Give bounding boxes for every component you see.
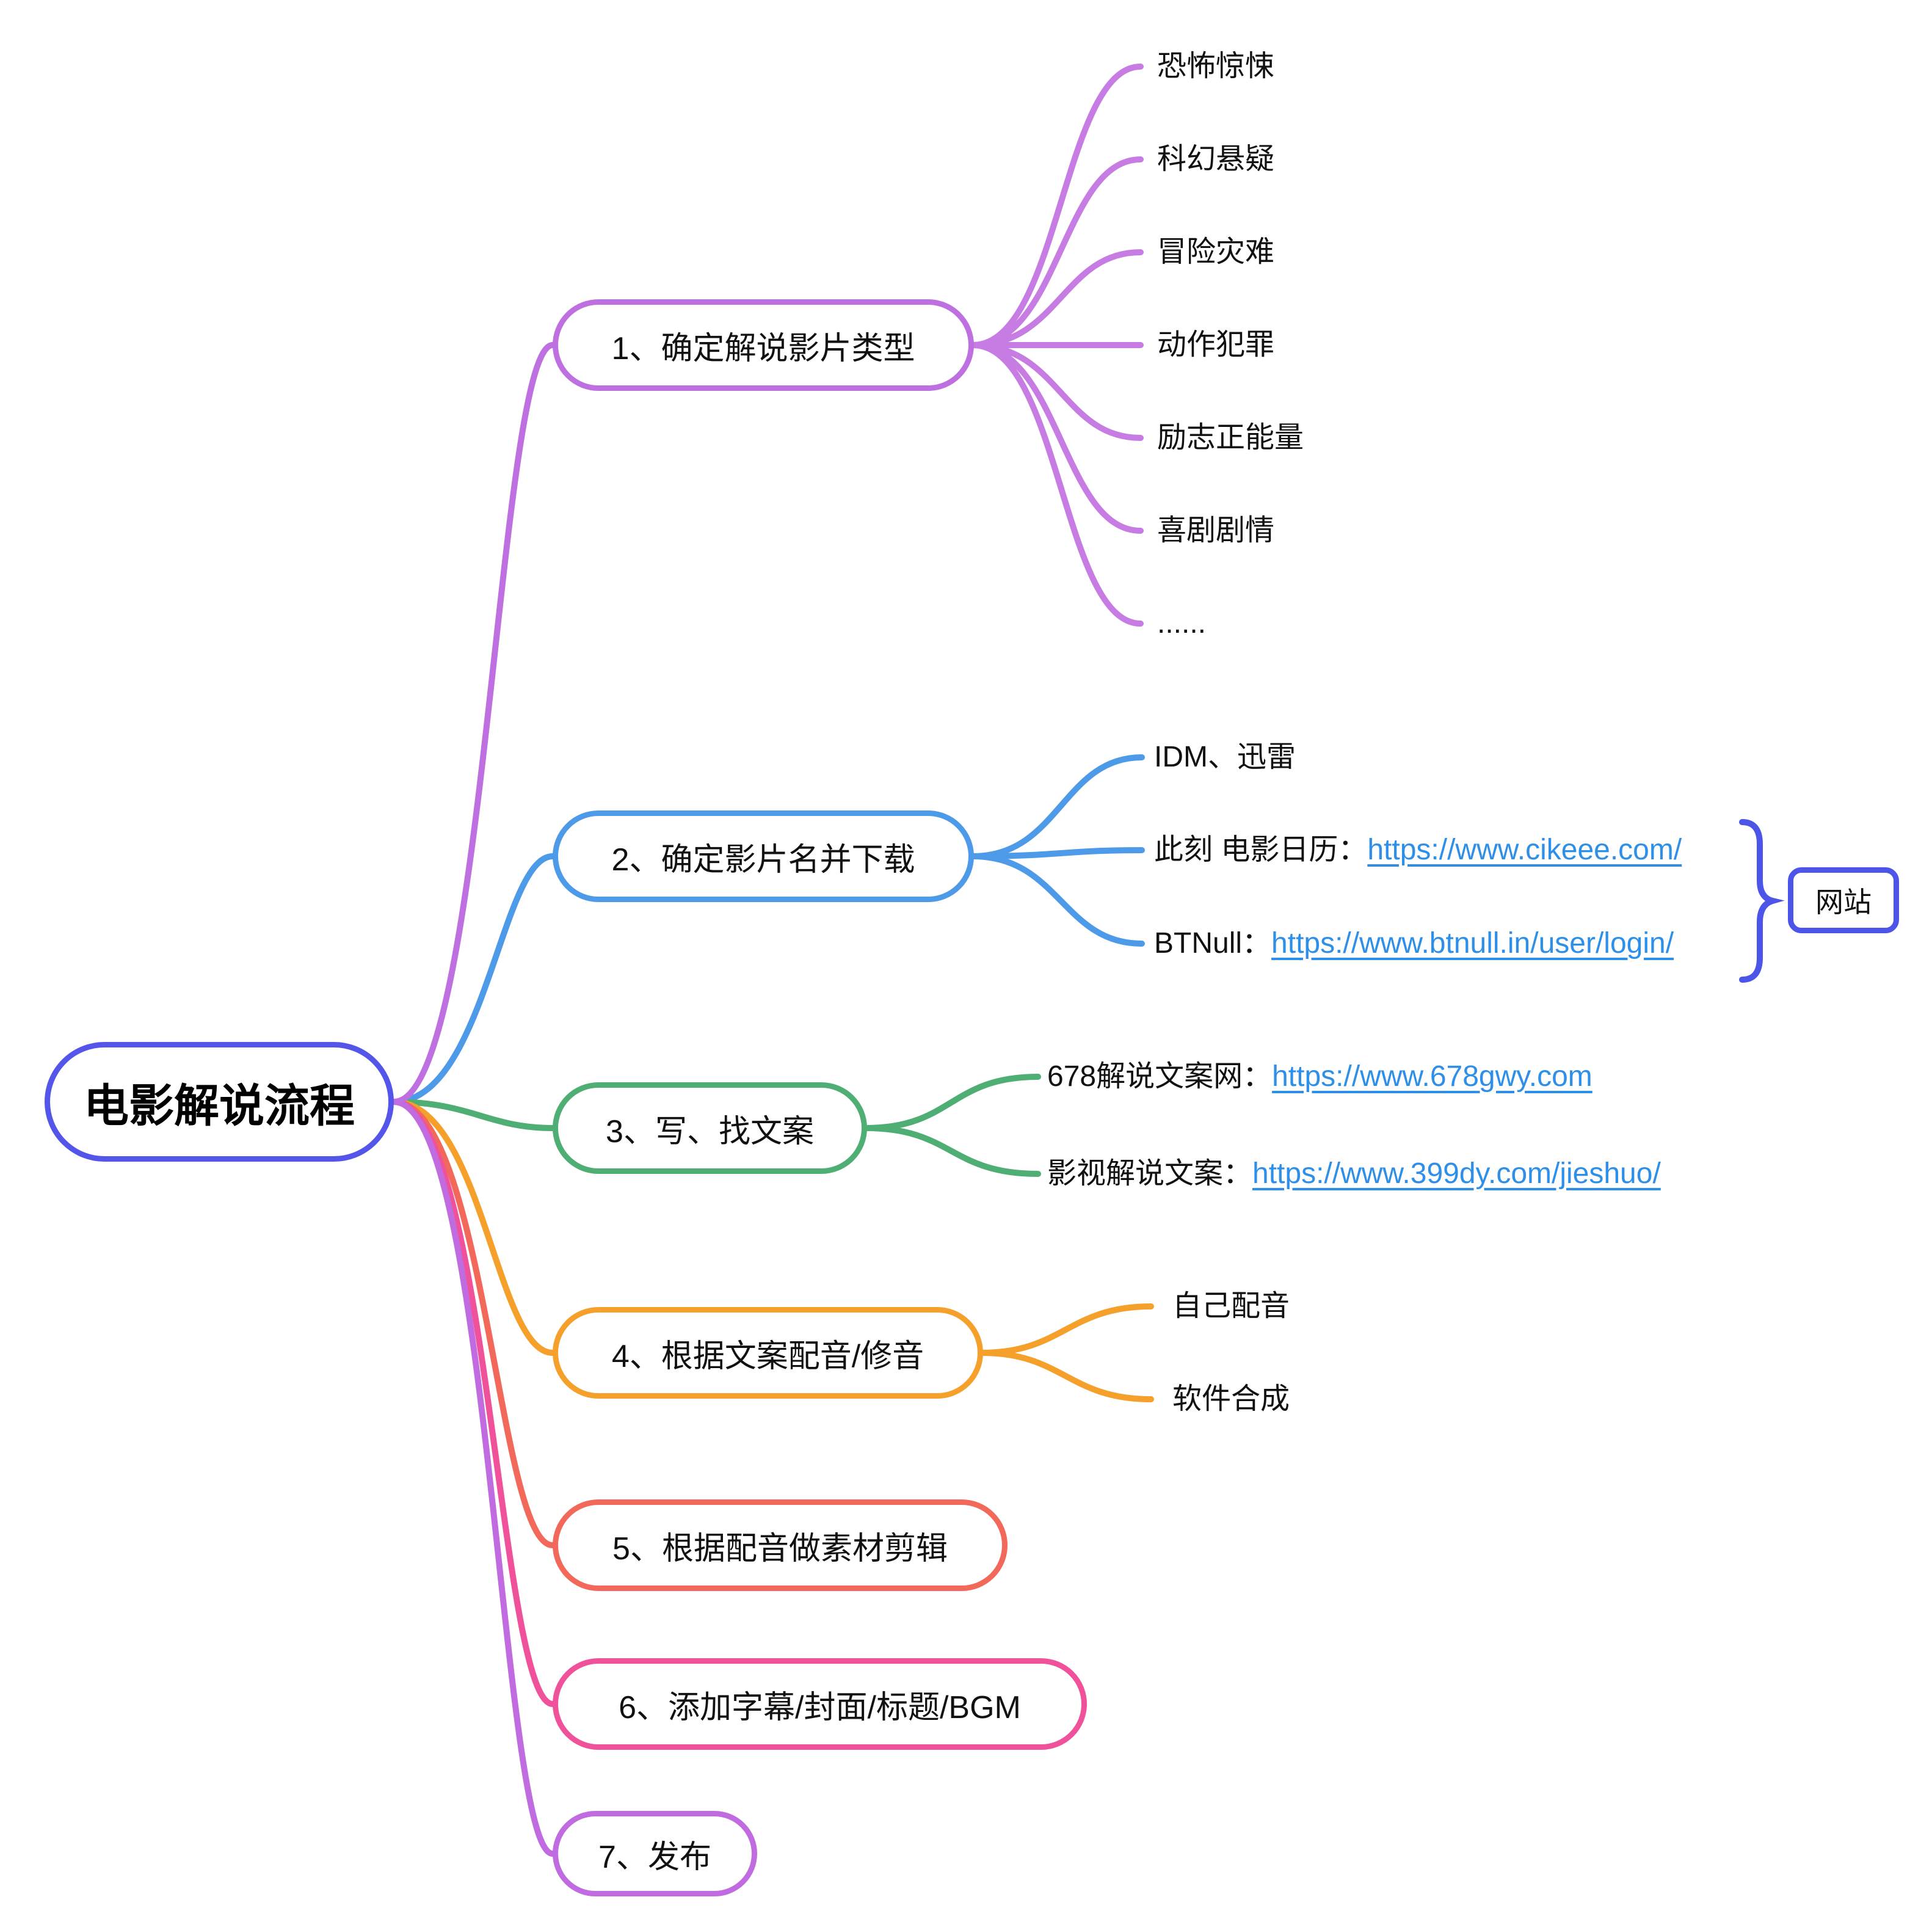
leaf-cikeee: 此刻 电影日历：https://www.cikeee.com/ [1154,832,1682,868]
leaf-678gwy-label: 678解说文案网： [1047,1060,1273,1093]
connector-b4-leaf1 [979,1303,1154,1356]
connector-root-branch3 [391,1099,556,1131]
branch-node-1[interactable]: 1、确定解说影片类型 [553,299,974,391]
branch-node-2-label: 2、确定影片名并下载 [611,842,915,878]
branch-node-1-label: 1、确定解说影片类型 [611,330,915,366]
summary-brace-icon [1739,819,1785,983]
branch-node-3[interactable]: 3、写、找文案 [553,1082,867,1174]
leaf-399dy: 影视解说文案：https://www.399dy.com/jieshuo/ [1047,1156,1661,1192]
leaf-download-tools[interactable]: IDM、迅雷 [1154,741,1296,773]
connector-b3-leaf1 [863,1074,1041,1131]
branch-node-4-label: 4、根据文案配音/修音 [611,1338,924,1374]
leaf-genre-more[interactable]: ...... [1157,607,1207,639]
leaf-genre-action[interactable]: 动作犯罪 [1157,329,1275,361]
connector-root-branch4 [391,1099,556,1356]
leaf-genre-scifi[interactable]: 科幻悬疑 [1157,143,1275,175]
leaf-genre-adventure[interactable]: 冒险灾难 [1157,236,1275,268]
root-node[interactable]: 电影解说流程 [45,1042,394,1162]
leaf-btnull-label: BTNull： [1154,927,1272,960]
connector-b3-leaf2 [863,1125,1041,1177]
connector-root-branch2 [391,853,556,1105]
leaf-cikeee-label: 此刻 电影日历： [1154,834,1368,866]
connector-b1-leaf2 [970,156,1144,348]
connector-root-branch7 [391,1099,556,1857]
connector-b1-leaf5 [970,342,1144,441]
leaf-btnull-link[interactable]: https://www.btnull.in/user/login/ [1271,927,1674,960]
root-node-label: 电影解说流程 [84,1080,355,1131]
leaf-self-dubbing[interactable]: 自己配音 [1172,1290,1290,1322]
connector-b4-leaf2 [979,1350,1154,1402]
connector-root-branch5 [391,1099,556,1548]
branch-node-6[interactable]: 6、添加字幕/封面/标题/BGM [553,1658,1087,1750]
connector-b1-leaf6 [970,342,1144,534]
branch-node-5-label: 5、根据配音做素材剪辑 [612,1531,948,1567]
connector-root-branch1 [391,342,556,1105]
summary-node-website-label: 网站 [1815,886,1872,918]
leaf-genre-inspiring[interactable]: 励志正能量 [1157,421,1304,454]
leaf-btnull: BTNull：https://www.btnull.in/user/login/ [1154,925,1674,962]
branch-node-7[interactable]: 7、发布 [553,1811,757,1896]
leaf-678gwy: 678解说文案网：https://www.678gwy.com [1047,1058,1592,1095]
branch-node-2[interactable]: 2、确定影片名并下载 [553,810,974,902]
branch-node-4[interactable]: 4、根据文案配音/修音 [553,1307,983,1399]
connector-b2-leaf1 [970,754,1145,859]
leaf-399dy-label: 影视解说文案： [1047,1157,1253,1190]
connector-b1-leaf3 [970,249,1144,348]
summary-node-website[interactable]: 网站 [1788,867,1899,933]
leaf-678gwy-link[interactable]: https://www.678gwy.com [1272,1060,1592,1093]
connector-b1-leaf1 [970,64,1144,348]
branch-node-6-label: 6、添加字幕/封面/标题/BGM [619,1689,1021,1725]
leaf-genre-horror[interactable]: 恐怖惊悚 [1157,50,1275,82]
connector-b2-leaf2 [970,847,1145,859]
leaf-genre-comedy[interactable]: 喜剧剧情 [1157,514,1275,547]
leaf-software-voice[interactable]: 软件合成 [1172,1383,1290,1415]
connector-b2-leaf3 [970,853,1145,947]
branch-node-5[interactable]: 5、根据配音做素材剪辑 [553,1499,1008,1591]
leaf-cikeee-link[interactable]: https://www.cikeee.com/ [1367,834,1682,866]
connector-b1-leaf7 [970,342,1144,627]
leaf-399dy-link[interactable]: https://www.399dy.com/jieshuo/ [1252,1157,1661,1190]
branch-node-3-label: 3、写、找文案 [606,1113,814,1149]
branch-node-7-label: 7、发布 [598,1839,711,1875]
